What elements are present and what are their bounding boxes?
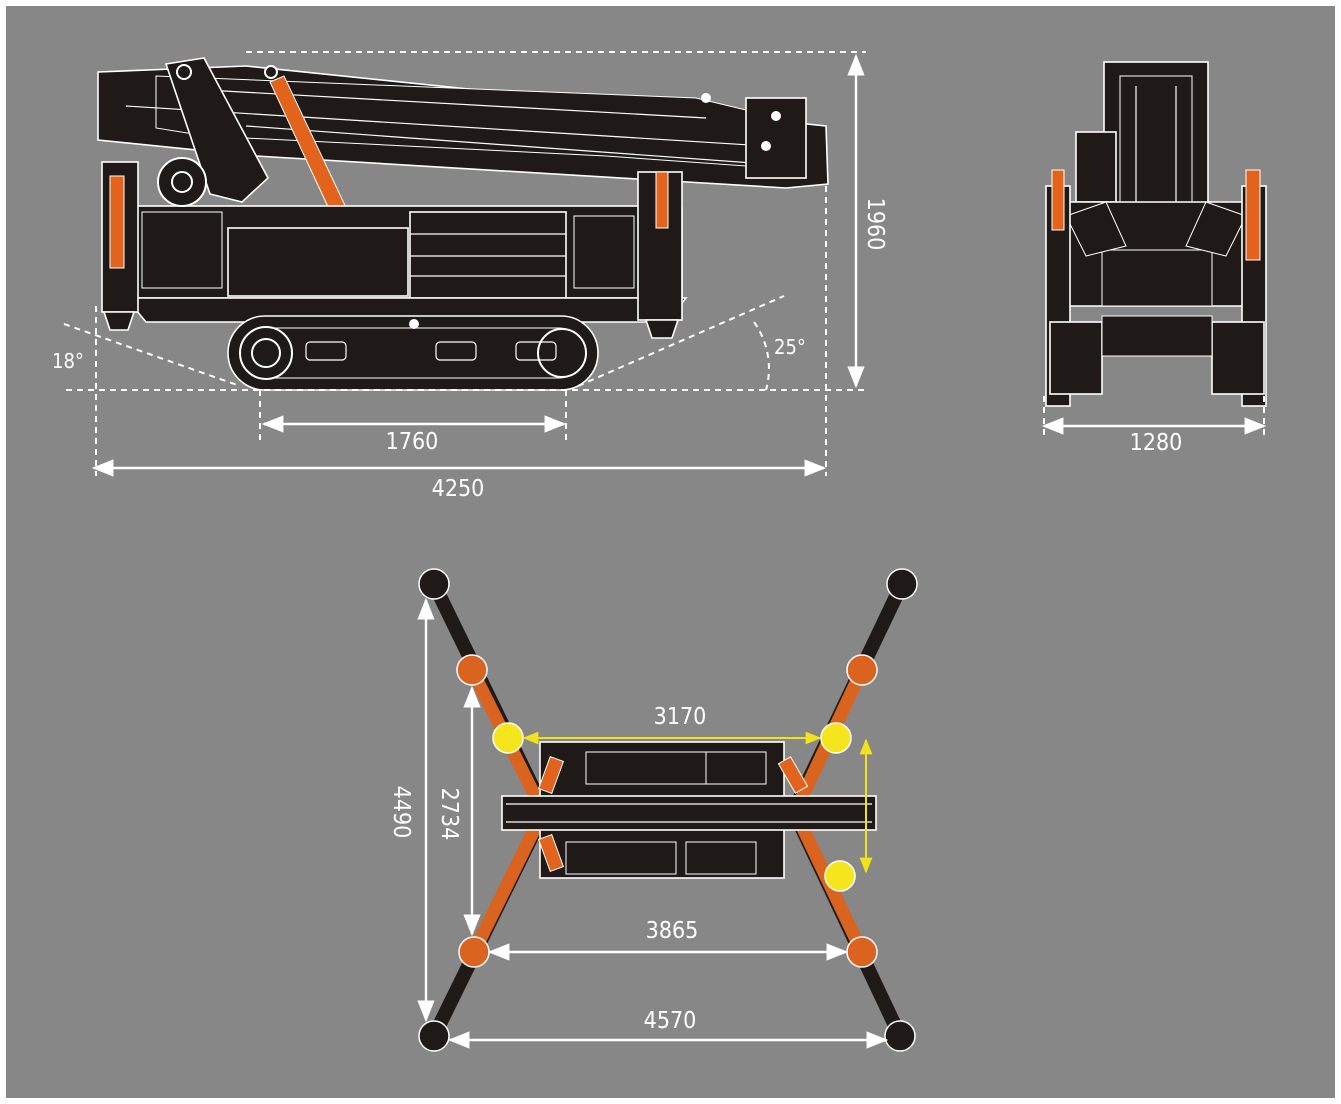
outrigger-arms	[427, 577, 909, 1043]
inner-depth-label: 2734	[436, 788, 462, 841]
chassis	[124, 205, 688, 323]
chassis-top	[501, 741, 877, 879]
front-ramp-angle-label: 25°	[774, 335, 806, 359]
overall-length-label: 4250	[432, 476, 485, 502]
inner-span-label: 3170	[654, 704, 707, 730]
track-length-label: 1760	[386, 429, 439, 455]
telescopic-boom	[97, 57, 829, 203]
top-view: 3170 3865 4570 2734 4490	[388, 568, 918, 1052]
outer-span-label: 4570	[644, 1008, 697, 1034]
side-outriggers	[101, 157, 683, 339]
front-view: 1280	[1041, 61, 1267, 456]
technical-drawing: 1760 4250 1960 18° 25° 1280	[52, 51, 1267, 1052]
outer-depth-label: 4490	[388, 786, 414, 839]
middle-span-label: 3865	[646, 918, 699, 944]
overall-height-label: 1960	[862, 198, 888, 251]
crawler-track	[227, 315, 599, 391]
drawing-sheet: 1760 4250 1960 18° 25° 1280	[6, 6, 1335, 1098]
rear-ramp-angle-label: 18°	[52, 349, 84, 373]
overall-width-label: 1280	[1130, 430, 1183, 456]
side-view: 1760 4250 1960 18° 25°	[52, 51, 888, 502]
